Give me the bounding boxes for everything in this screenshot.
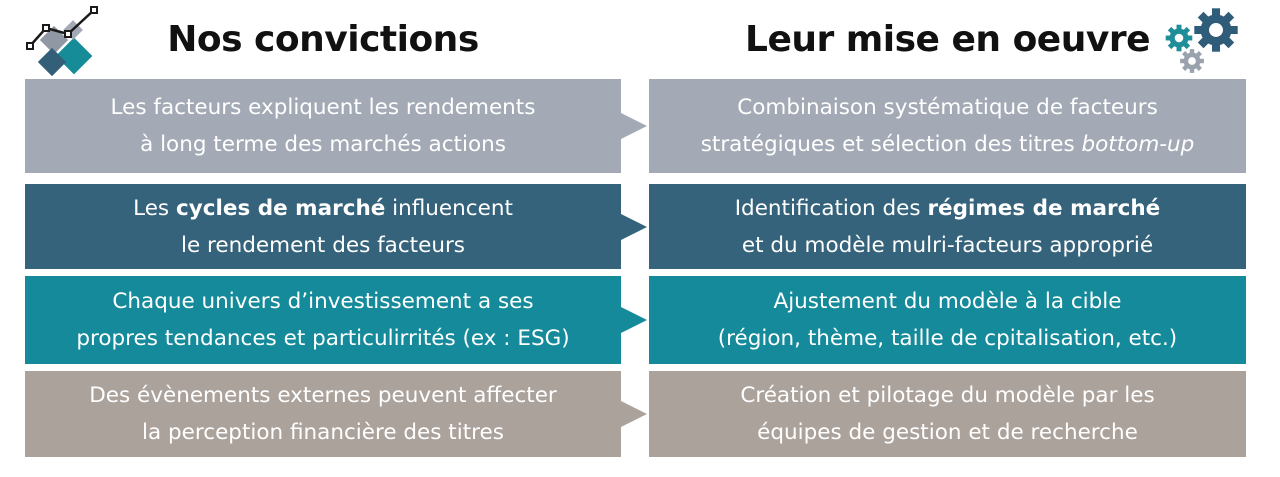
implementation-box-2: Identification des régimes de marché et … [649, 184, 1246, 269]
implementation-1-line2: stratégiques et sélection des titres bot… [701, 126, 1195, 163]
conviction-4-line2: la perception financière des titres [142, 420, 504, 445]
header-convictions-title: Nos convictions [167, 18, 479, 60]
header-implementation: Leur mise en oeuvre [649, 0, 1246, 78]
implementation-1-line2-em: bottom-up [1081, 132, 1195, 157]
arrow-1 [621, 113, 647, 139]
arrow-3 [621, 307, 647, 333]
conviction-2-line1: Les cycles de marché influencent [133, 190, 513, 227]
header-convictions: Nos convictions [25, 0, 621, 78]
header-implementation-title: Leur mise en oeuvre [745, 18, 1151, 60]
row-2: Les cycles de marché influencent le rend… [25, 184, 1246, 269]
implementation-3-line2: (région, thème, taille de cpitalisation,… [717, 326, 1178, 351]
row-3: Chaque univers d’investissement a ses pr… [25, 276, 1246, 364]
conviction-box-2: Les cycles de marché influencent le rend… [25, 184, 621, 269]
implementation-1-line2-text: stratégiques et sélection des titres [700, 132, 1082, 157]
implementation-2-line1-pre: Identification des [734, 195, 928, 221]
implementation-box-1: Combinaison systématique de facteurs str… [649, 79, 1246, 173]
conviction-2-line1-post: influencent [385, 195, 513, 221]
arrow-4 [621, 401, 647, 427]
implementation-2-line2: et du modèle mulri-facteurs approprié [741, 232, 1154, 258]
conviction-1-line2: à long terme des marchés actions [140, 132, 506, 157]
conviction-2-line2: le rendement des facteurs [181, 232, 465, 258]
implementation-2-line1-bold: régimes de marché [927, 195, 1161, 221]
conviction-box-1: Les facteurs expliquent les rendements à… [25, 79, 621, 173]
conviction-box-4: Des évènements externes peuvent affecter… [25, 371, 621, 457]
conviction-4-line1: Des évènements externes peuvent affecter [89, 383, 557, 408]
implementation-1-line1: Combinaison systématique de facteurs [737, 95, 1158, 120]
conviction-2-line1-pre: Les [133, 195, 176, 221]
implementation-3-line1: Ajustement du modèle à la cible [773, 289, 1122, 314]
row-4: Des évènements externes peuvent affecter… [25, 371, 1246, 457]
arrow-2 [621, 213, 647, 240]
implementation-2-line1: Identification des régimes de marché [735, 190, 1161, 227]
conviction-3-line2: propres tendances et particulirrités (ex… [76, 326, 570, 351]
conviction-2-line1-bold: cycles de marché [175, 195, 386, 221]
implementation-box-4: Création et pilotage du modèle par les é… [649, 371, 1246, 457]
implementation-box-3: Ajustement du modèle à la cible (région,… [649, 276, 1246, 364]
conviction-box-3: Chaque univers d’investissement a ses pr… [25, 276, 621, 364]
implementation-4-line1: Création et pilotage du modèle par les [740, 383, 1155, 408]
implementation-4-line2: équipes de gestion et de recherche [757, 420, 1138, 445]
row-1: Les facteurs expliquent les rendements à… [25, 79, 1246, 173]
chart-diamonds-icon [26, 6, 98, 76]
conviction-3-line1: Chaque univers d’investissement a ses [112, 289, 534, 314]
conviction-1-line1: Les facteurs expliquent les rendements [110, 95, 536, 120]
